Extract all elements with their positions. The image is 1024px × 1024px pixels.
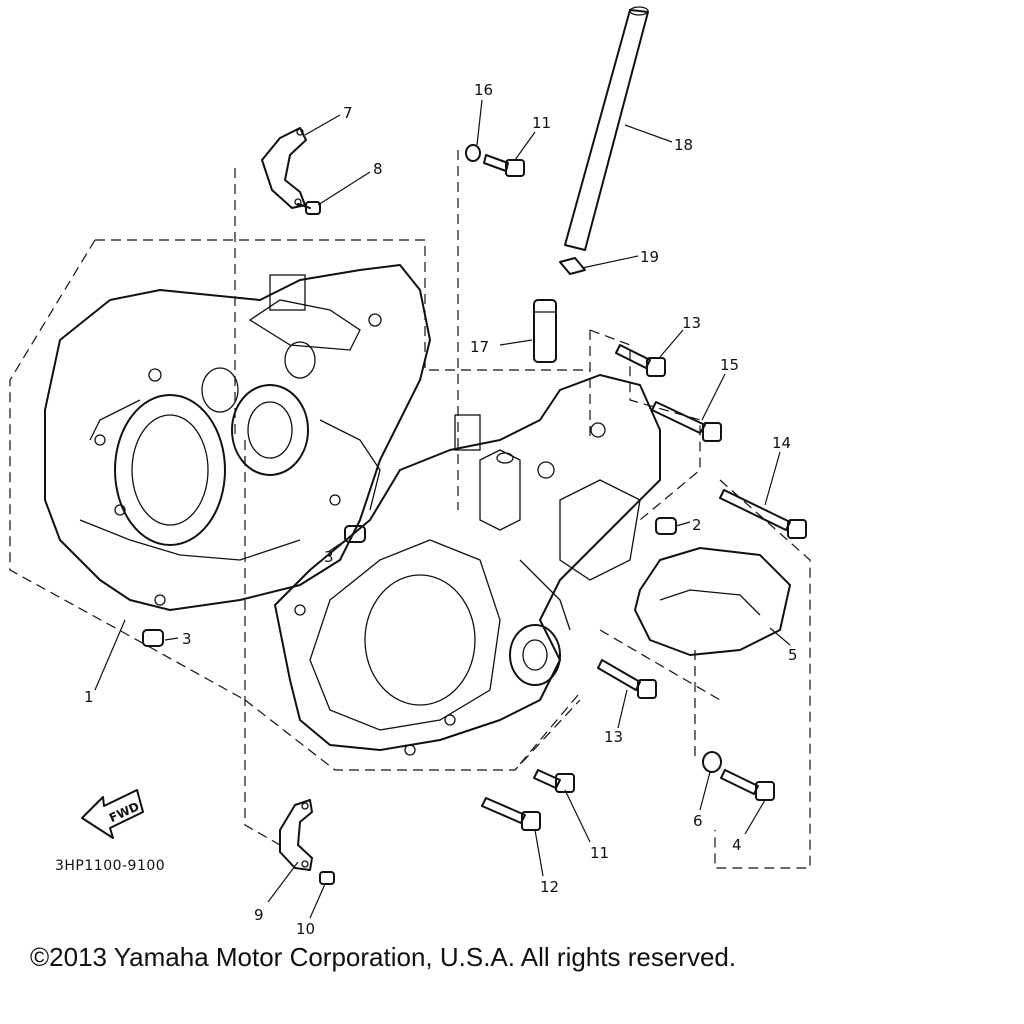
dowel-pin-left bbox=[142, 629, 164, 647]
bolt-part-4 bbox=[720, 769, 775, 801]
callout-11-top: 11 bbox=[532, 114, 551, 132]
tube-part-18 bbox=[564, 6, 649, 251]
collar-part-2 bbox=[655, 517, 677, 535]
left-crankcase-half bbox=[44, 264, 431, 611]
copyright-notice: ©2013 Yamaha Motor Corporation, U.S.A. A… bbox=[30, 942, 737, 972]
plate-part-7 bbox=[261, 127, 307, 209]
callout-10: 10 bbox=[296, 920, 315, 938]
callout-19: 19 bbox=[640, 248, 659, 266]
callout-6: 6 bbox=[693, 812, 703, 830]
bolt-part-13-top bbox=[615, 344, 666, 377]
callout-3-left: 3 bbox=[182, 630, 192, 648]
clip-part-19 bbox=[559, 257, 586, 275]
callout-3-center: 3 bbox=[324, 548, 334, 566]
screw-part-10 bbox=[319, 871, 335, 885]
screw-part-8 bbox=[297, 201, 321, 215]
plate-part-9 bbox=[279, 799, 313, 871]
callout-9: 9 bbox=[254, 906, 264, 924]
callout-16: 16 bbox=[474, 81, 493, 99]
bolt-part-15 bbox=[651, 401, 722, 442]
dowel-pin-center bbox=[344, 525, 366, 543]
callout-18: 18 bbox=[674, 136, 693, 154]
bolt-part-14 bbox=[719, 489, 807, 539]
bolt-part-11-top bbox=[483, 154, 525, 177]
assembly-dash-lines bbox=[9, 150, 811, 869]
washer-part-16 bbox=[465, 144, 481, 162]
callout-4: 4 bbox=[732, 836, 742, 854]
right-crankcase-half bbox=[274, 374, 661, 756]
callout-13-bottom: 13 bbox=[604, 728, 623, 746]
callout-11-bottom: 11 bbox=[590, 844, 609, 862]
callout-12: 12 bbox=[540, 878, 559, 896]
forward-arrow-icon: FWD bbox=[81, 789, 144, 839]
callout-5: 5 bbox=[788, 646, 798, 664]
callout-17: 17 bbox=[470, 338, 489, 356]
callout-14: 14 bbox=[772, 434, 791, 452]
callout-8: 8 bbox=[373, 160, 383, 178]
bolt-part-13-bottom bbox=[597, 659, 657, 699]
cover-part-5 bbox=[634, 547, 791, 656]
bolt-part-11-bottom bbox=[533, 769, 575, 793]
callout-labels: 7 8 16 11 18 19 17 13 15 14 2 3 3 5 1 13… bbox=[84, 81, 798, 938]
callout-1: 1 bbox=[84, 688, 94, 706]
pipe-part-17 bbox=[533, 299, 557, 363]
callout-2: 2 bbox=[692, 516, 702, 534]
bolt-part-12 bbox=[481, 797, 541, 831]
part-code: 3HP1100-9100 bbox=[55, 858, 165, 874]
washer-part-6 bbox=[702, 751, 722, 773]
callout-15: 15 bbox=[720, 356, 739, 374]
callout-7: 7 bbox=[343, 104, 353, 122]
callout-13-top: 13 bbox=[682, 314, 701, 332]
leader-lines bbox=[94, 99, 791, 919]
